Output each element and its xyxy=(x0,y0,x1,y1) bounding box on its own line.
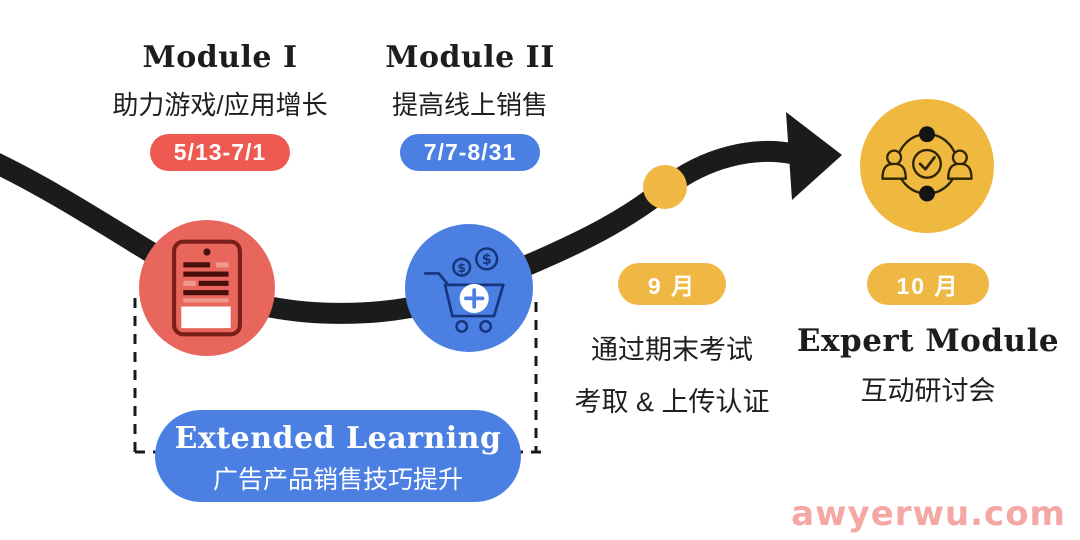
expert-module-title: Expert Module xyxy=(796,323,1060,359)
svg-text:$: $ xyxy=(482,251,492,268)
extended-learning-pill: Extended Learning 广告产品销售技巧提升 xyxy=(155,410,521,502)
watermark: awyerwu.com xyxy=(791,494,1066,534)
september-line1: 通过期末考试 xyxy=(591,335,753,365)
module2-subtitle: 提高线上销售 xyxy=(391,90,548,120)
module2-node: $ $ xyxy=(405,224,533,352)
svg-text:$: $ xyxy=(457,260,466,275)
mobile-app-ad-icon xyxy=(172,239,242,337)
module1-title: Module I xyxy=(142,40,298,75)
expert-node xyxy=(860,99,994,233)
network-check-icon xyxy=(881,126,973,202)
extended-learning-title: Extended Learning xyxy=(174,421,502,456)
milestone-dot xyxy=(643,165,687,209)
september-badge: 9 月 xyxy=(617,263,727,305)
october-block: 10 月 Expert Module 互动研讨会 xyxy=(778,263,1078,408)
module2-title: Module II xyxy=(385,40,555,75)
module2-block: Module II 提高线上销售 7/7-8/31 xyxy=(355,40,585,171)
module2-date-badge: 7/7-8/31 xyxy=(399,134,541,171)
arrow-icon xyxy=(786,112,842,200)
module1-node xyxy=(139,220,275,356)
september-block: 9 月 通过期末考试 考取 & 上传认证 xyxy=(562,263,782,419)
module1-block: Module I 助力游戏/应用增长 5/13-7/1 xyxy=(85,40,355,171)
expert-module-subtitle: 互动研讨会 xyxy=(860,376,996,406)
module1-date-badge: 5/13-7/1 xyxy=(149,134,291,171)
extended-learning-subtitle: 广告产品销售技巧提升 xyxy=(212,466,463,494)
module1-subtitle: 助力游戏/应用增长 xyxy=(112,90,328,120)
october-badge: 10 月 xyxy=(866,263,990,305)
shopping-cart-icon: $ $ xyxy=(423,247,505,333)
september-line2: 考取 & 上传认证 xyxy=(574,387,770,417)
